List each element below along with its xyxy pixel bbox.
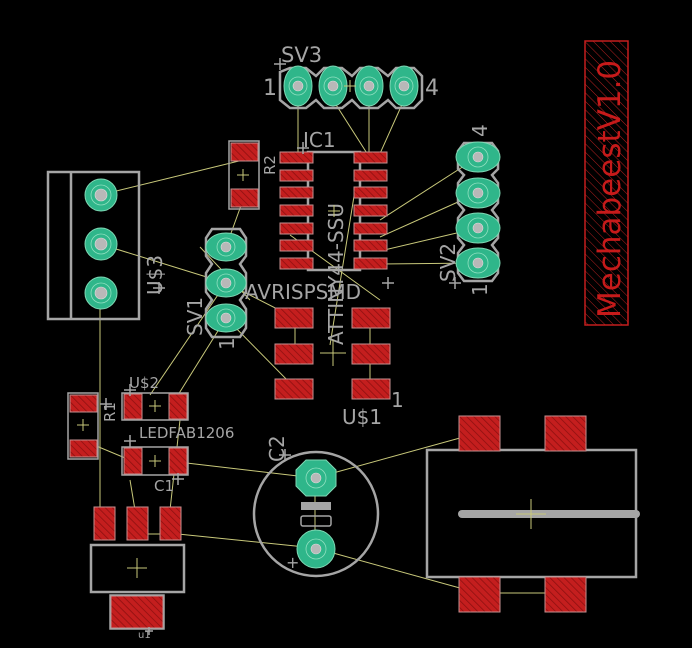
header-sv1[interactable]: SV1 1	[183, 227, 248, 350]
board-title-block: MechabeestV1.0	[584, 40, 629, 326]
airwires	[81, 99, 565, 594]
sv2-label: SV2	[436, 243, 460, 282]
resistor-r1[interactable]: R1	[67, 392, 119, 460]
sv1-pin-first: 1	[215, 337, 239, 350]
reg-label: u1	[138, 630, 151, 641]
u1-pin-first: 1	[391, 388, 404, 412]
header-sv2[interactable]: SV2 1 4	[436, 124, 501, 296]
sv2-pads	[455, 141, 501, 279]
header-sv3[interactable]: SV3 1 4	[263, 43, 439, 110]
u3-pads	[84, 178, 118, 310]
sv3-label: SV3	[281, 43, 322, 67]
sv3-pin-last: 4	[425, 76, 439, 101]
led-u2[interactable]: U$2 LEDFAB1206	[121, 374, 234, 447]
capacitor-c1[interactable]: C1	[121, 446, 189, 495]
sv2-pin-first: 1	[468, 283, 492, 296]
sv1-pads	[205, 232, 247, 333]
u2-value: LEDFAB1206	[139, 424, 234, 442]
c1-label: C1	[154, 477, 174, 495]
ic1-pads-left	[279, 151, 314, 270]
u3-label: U$3	[143, 255, 167, 295]
terminal-u3[interactable]: U$3	[46, 170, 167, 321]
switch-footprint[interactable]	[425, 415, 640, 613]
r1-label: R1	[101, 402, 119, 422]
c2-polarity: +	[286, 553, 299, 572]
resistor-r2[interactable]: R2	[228, 140, 279, 210]
ic1-pads-right	[353, 151, 388, 270]
board-title: MechabeestV1.0	[592, 60, 628, 318]
sv1-label: SV1	[183, 297, 207, 336]
u1-label: U$1	[342, 405, 382, 429]
connector-u1-avrisp[interactable]: AVRISPSMD U$1 1	[245, 277, 404, 429]
u2-label: U$2	[129, 374, 159, 392]
sv2-pin-last: 4	[468, 124, 492, 137]
regulator[interactable]: u1	[89, 506, 186, 641]
capacitor-c2[interactable]: C2 +	[252, 435, 380, 578]
sv3-pin-first: 1	[263, 76, 277, 101]
u1-value: AVRISPSMD	[245, 280, 361, 304]
ic-ic1[interactable]: IC1 ATTINY44-SSU	[279, 128, 388, 345]
ic1-value: ATTINY44-SSU	[324, 203, 348, 345]
r2-label: R2	[261, 155, 279, 175]
